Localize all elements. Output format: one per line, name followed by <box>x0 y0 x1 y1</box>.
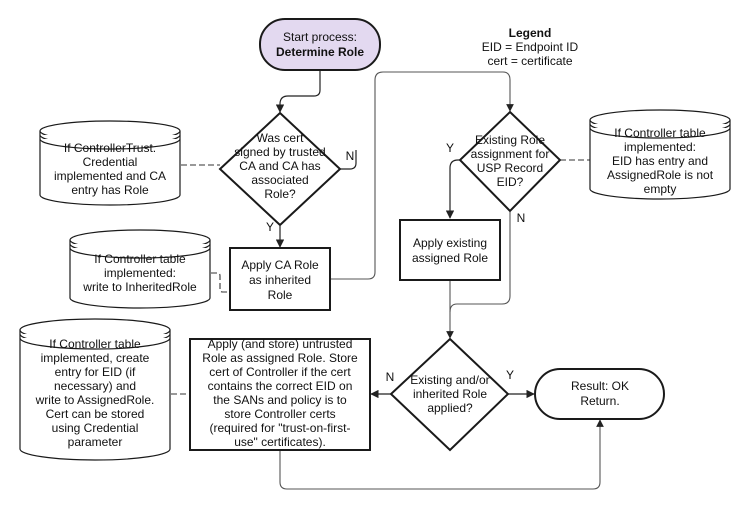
process-line: the SANs and policy is to <box>213 393 347 407</box>
note-line: If ControllerTrust. <box>64 141 156 155</box>
decision-line: USP Record <box>477 161 543 175</box>
note-line: implemented, create <box>41 351 150 365</box>
decision-line: Was cert <box>257 131 305 145</box>
note-line: implemented and CA <box>54 169 166 183</box>
decision-existing-role: Existing Role assignment for USP Record … <box>458 110 562 213</box>
legend: Legend EID = Endpoint ID cert = certific… <box>482 26 579 68</box>
note-line: write to InheritedRole <box>82 280 197 294</box>
edge-label-applied-yes: Y <box>506 368 514 382</box>
decision-line: EID? <box>497 175 524 189</box>
decision-line: signed by trusted <box>234 145 325 159</box>
note-line: If Controller table <box>49 337 141 351</box>
legend-line: EID = Endpoint ID <box>482 40 579 54</box>
note-line: implemented: <box>624 140 696 154</box>
note-inherited-role: If Controller table implemented: write t… <box>69 229 211 309</box>
result-line: Result: OK <box>571 379 629 393</box>
note-line: implemented: <box>104 266 176 280</box>
process-line: Role <box>268 288 293 302</box>
note-line: necessary) and <box>54 379 136 393</box>
note-line: AssignedRole is not <box>607 168 714 182</box>
note-create-entry: If Controller table implemented, create … <box>19 318 171 461</box>
edge-label-applied-no: N <box>386 370 395 384</box>
process-line: Role as assigned Role. Store <box>202 351 358 365</box>
process-apply-untrusted-role: Apply (and store) untrusted Role as assi… <box>189 337 371 451</box>
note-line: entry has Role <box>71 183 149 197</box>
process-line: Apply (and store) untrusted <box>208 337 353 351</box>
note-line: empty <box>644 182 677 196</box>
note-connector-inherited-write <box>211 272 230 293</box>
process-line: Apply CA Role <box>241 258 319 272</box>
result-line: Return. <box>580 394 619 408</box>
process-line: store Controller certs <box>224 407 335 421</box>
edge-apply-ca-to-existing-role <box>331 71 514 280</box>
edge-cert-no-stub <box>340 150 357 170</box>
edge-label-role-no: N <box>517 211 526 225</box>
decision-line: Existing and/or <box>410 373 489 387</box>
edge-untrusted-to-result <box>279 419 604 490</box>
start-label: Start process: <box>283 30 357 44</box>
note-line: EID has entry and <box>612 154 708 168</box>
note-line: If Controller table <box>614 126 706 140</box>
edge-start-to-cert <box>275 70 321 113</box>
legend-title: Legend <box>509 26 552 40</box>
decision-line: assignment for <box>471 147 550 161</box>
edge-role-yes <box>445 159 462 219</box>
decision-line: applied? <box>427 401 473 415</box>
note-line: using Credential <box>52 421 139 435</box>
process-line: contains the correct EID on <box>208 379 353 393</box>
note-line: If Controller table <box>94 252 186 266</box>
note-line: write to AssignedRole. <box>35 393 155 407</box>
edge-label-cert-no: N <box>346 149 355 163</box>
note-controller-eid: If Controller table implemented: EID has… <box>589 109 731 200</box>
note-line: Cert can be stored <box>46 407 145 421</box>
start-node: Start process: Determine Role <box>259 18 381 71</box>
decision-line: inherited Role <box>413 387 487 401</box>
edge-label-role-yes: Y <box>446 141 454 155</box>
process-line: (required for "trust-on-first- <box>210 421 351 435</box>
process-line: assigned Role <box>412 251 488 265</box>
end-node-result: Result: OK Return. <box>534 368 665 420</box>
decision-role-applied: Existing and/or inherited Role applied? <box>389 337 510 452</box>
note-line: Credential <box>83 155 138 169</box>
process-line: use" certificates). <box>234 435 326 449</box>
note-controller-trust: If ControllerTrust. Credential implement… <box>39 120 181 206</box>
decision-line: associated <box>251 173 308 187</box>
start-title: Determine Role <box>276 45 364 59</box>
process-line: as inherited <box>249 273 311 287</box>
decision-line: Existing Role <box>475 133 545 147</box>
note-line: parameter <box>68 435 123 449</box>
note-line: entry for EID (if <box>55 365 136 379</box>
legend-line: cert = certificate <box>487 54 572 68</box>
decision-cert-signed: Was cert signed by trusted CA and CA has… <box>218 111 342 227</box>
decision-line: CA and CA has <box>239 159 320 173</box>
process-apply-existing-role: Apply existing assigned Role <box>399 219 501 281</box>
process-apply-ca-role: Apply CA Role as inherited Role <box>229 247 331 311</box>
process-line: cert of Controller if the cert <box>209 365 351 379</box>
edge-label-cert-yes: Y <box>266 220 274 234</box>
decision-line: Role? <box>264 187 296 201</box>
process-line: Apply existing <box>413 236 487 250</box>
